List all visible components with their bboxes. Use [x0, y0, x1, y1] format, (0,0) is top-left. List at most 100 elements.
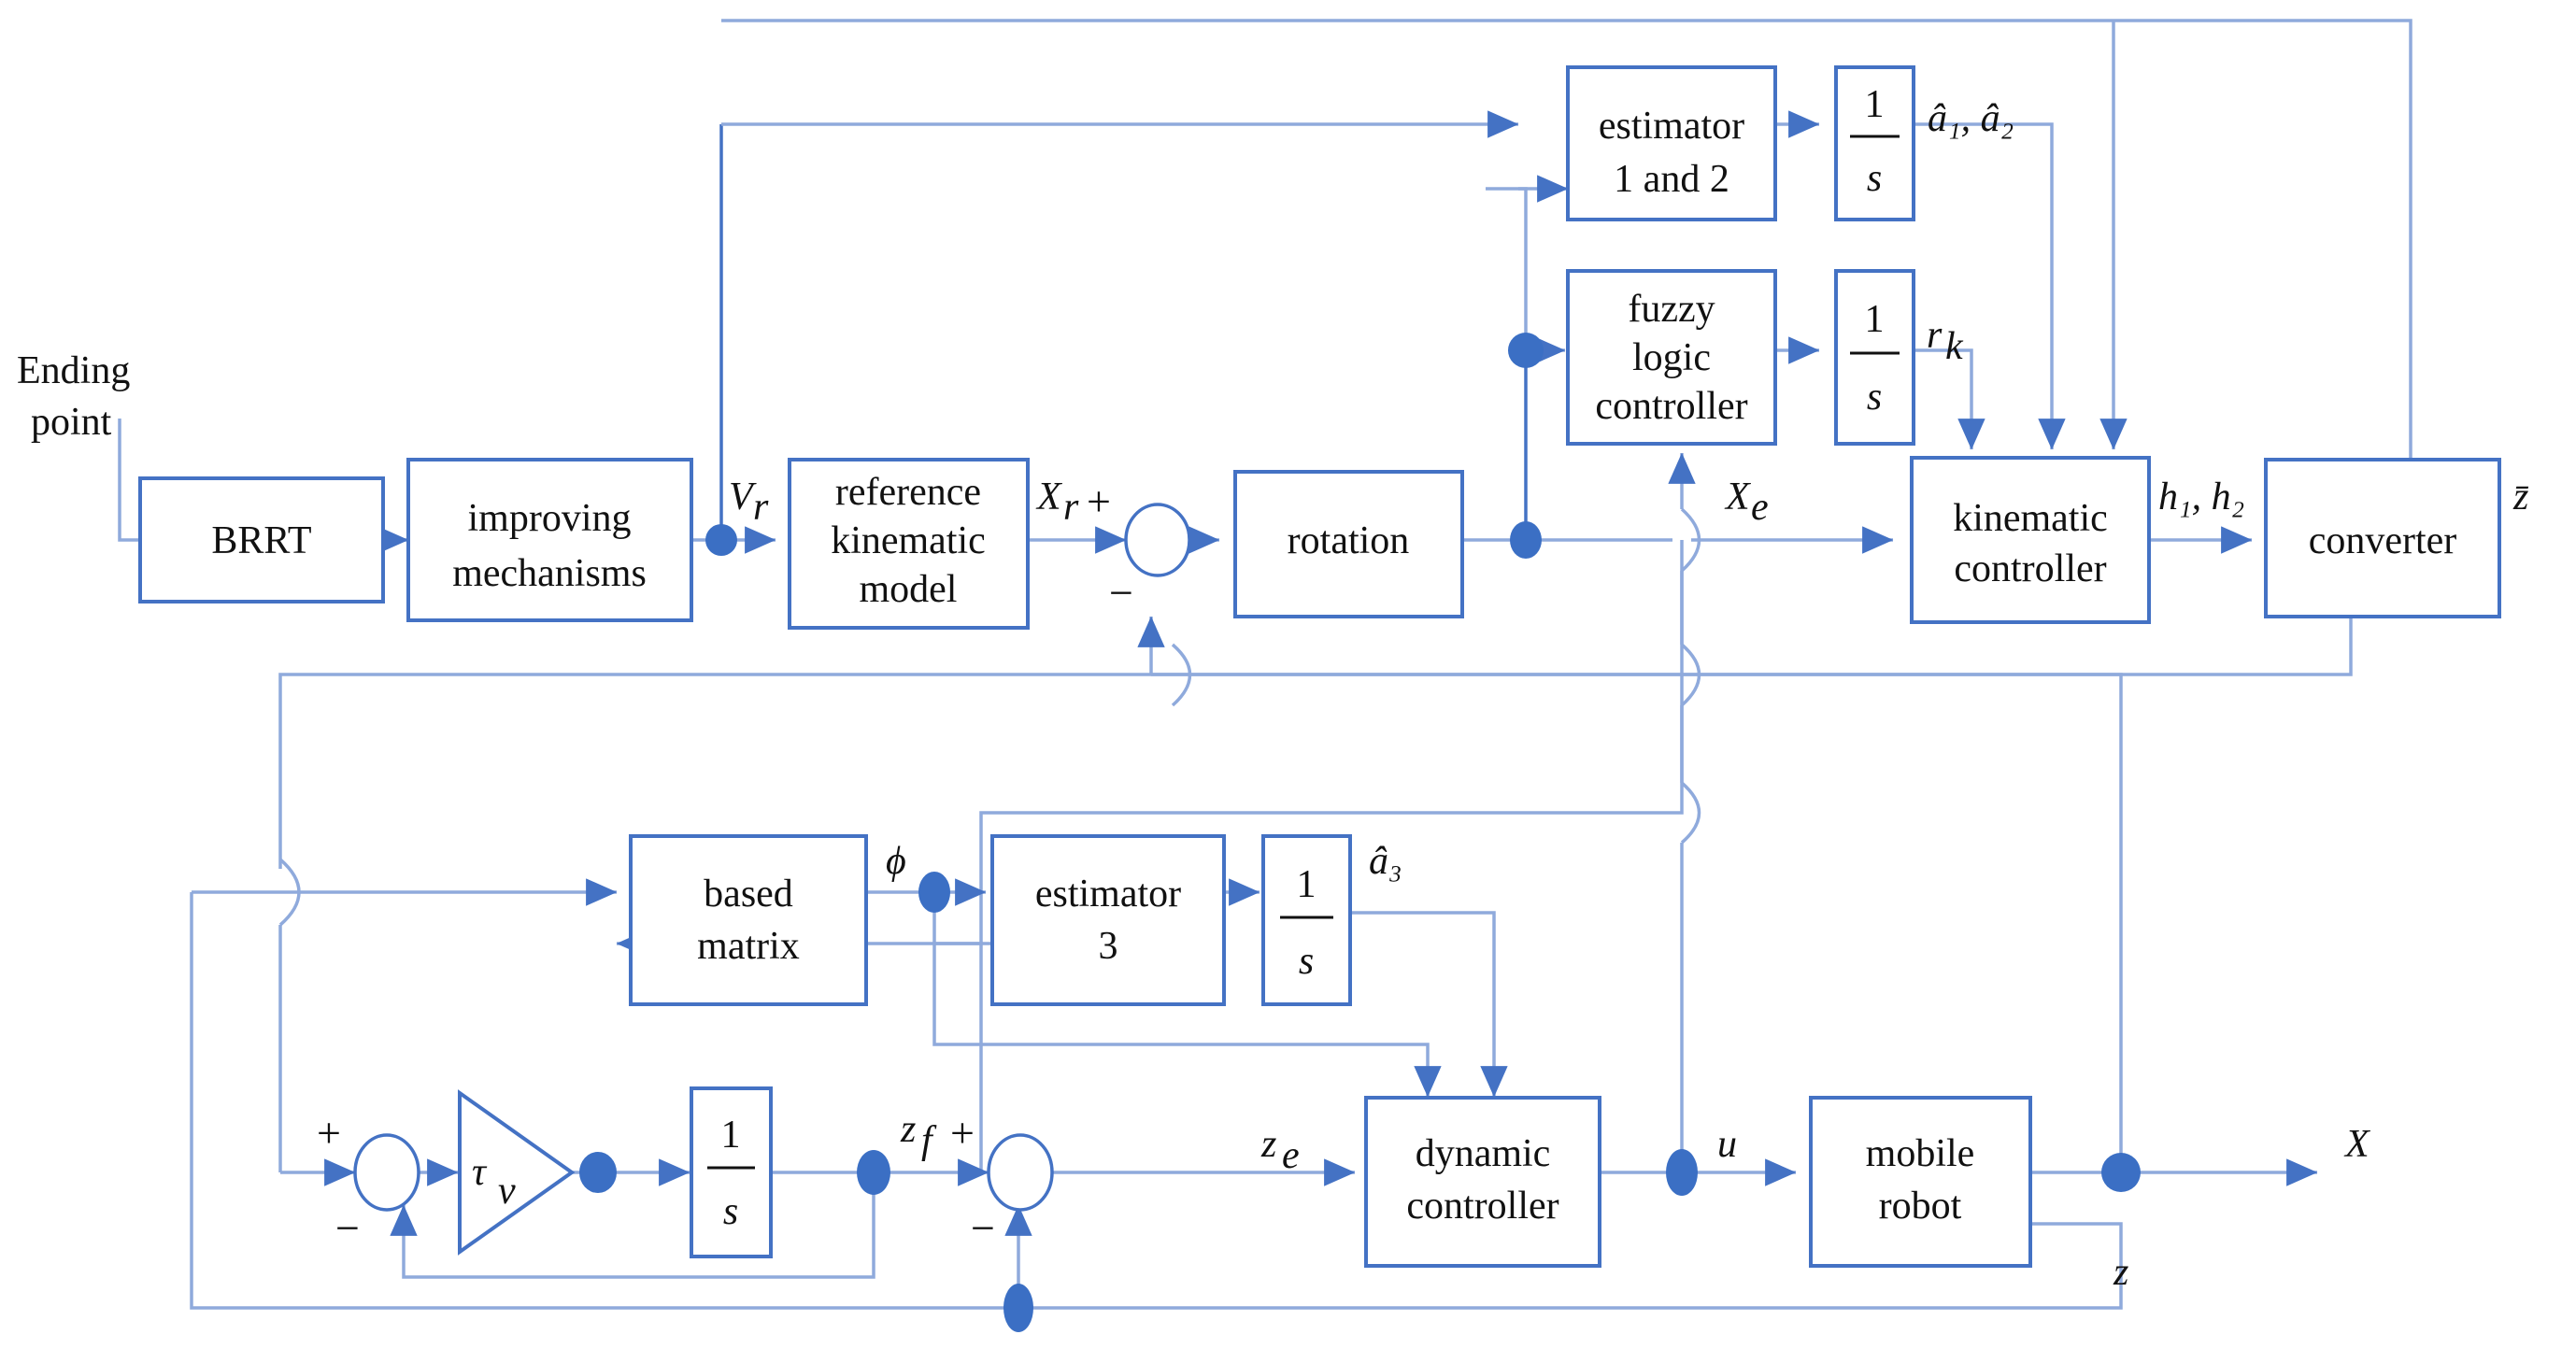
block-brrt-label: BRRT [211, 519, 311, 562]
block-mobile-robot[interactable] [1809, 1096, 2032, 1268]
block-kinematic-controller[interactable] [1910, 456, 2151, 624]
label-zbar: z̄ [2512, 476, 2529, 518]
label-a1-a2: â₁, â₂ [1928, 97, 2014, 140]
junction-nodes [579, 333, 2141, 1332]
summing-junctions [353, 503, 1191, 1212]
block-dynctrl-label-2: controller [1406, 1185, 1558, 1228]
wire-hop-xe-3 [1680, 781, 1701, 845]
block-improving-label-1: improving [468, 497, 632, 540]
wire-phi-to-dynctrl [932, 892, 1442, 1098]
label-zf: z [900, 1108, 916, 1151]
node-xe [1510, 521, 1542, 559]
block-gain-label-sub: v [498, 1170, 516, 1213]
block-based-matrix[interactable] [629, 834, 868, 1006]
block-improving-mechanisms[interactable] [406, 458, 693, 622]
node-x-out [2101, 1153, 2141, 1192]
sum-junction-3[interactable] [353, 1133, 420, 1212]
node-fuzzy-branch [1508, 333, 1544, 368]
label-Xr: X [1035, 476, 1063, 518]
block-dynctrl-label-1: dynamic [1416, 1132, 1551, 1175]
label-sum4-minus: − [971, 1204, 995, 1252]
sum-junction-1[interactable] [1124, 503, 1191, 577]
label-Xr-sub: r [1063, 486, 1079, 529]
block-basedmatrix-label-2: matrix [697, 925, 800, 968]
label-sum1-plus: + [1087, 477, 1111, 525]
block-gain-label: τ [472, 1151, 488, 1194]
block-basedmatrix-label-1: based [704, 873, 793, 916]
node-vr [705, 524, 737, 556]
node-gain-out [579, 1152, 617, 1193]
block-mobilerobot-label-2: robot [1879, 1185, 1962, 1228]
wire-z-rail-to-left [190, 1172, 1018, 1310]
label-ending-point-line2: point [31, 401, 112, 444]
signal-labels: Ending point V r X r + − X e â₁, â₂ r k … [17, 97, 2529, 1294]
wire-fuzzynode-up [1518, 187, 1528, 350]
label-X-out: X [2343, 1123, 2371, 1166]
block-kinctrl-label-2: controller [1954, 547, 2106, 590]
block-converter[interactable] [2264, 458, 2501, 618]
wire-layer [118, 19, 2412, 1310]
block-gain-triangle[interactable] [458, 1089, 576, 1256]
block-layer: BRRT improving mechanisms reference kine… [138, 65, 2501, 1268]
sum-junction-4[interactable] [987, 1133, 1054, 1212]
wire-int2-to-kinctrl [1914, 348, 1985, 450]
wire-z-bottom-rail [1018, 1222, 2123, 1310]
label-h1-h2: h₁, h₂ [2158, 476, 2244, 518]
block-fuzzy-logic-controller[interactable] [1566, 269, 1777, 446]
block-estimator3-label-1: estimator [1035, 873, 1181, 916]
block-integrator-3[interactable] [1261, 834, 1352, 1006]
label-Vr-sub: r [753, 486, 769, 529]
block-int4-num: 1 [721, 1114, 741, 1157]
label-u: u [1717, 1123, 1737, 1166]
wire-X-feedback-up [1173, 673, 2123, 1172]
label-phi: ϕ [886, 840, 906, 883]
label-sum3-minus: − [335, 1204, 360, 1252]
block-estimator-1-and-2[interactable] [1566, 65, 1777, 221]
block-refkin-label-2: kinematic [831, 519, 986, 562]
label-sum1-minus: − [1109, 569, 1133, 617]
block-integrator-4[interactable] [690, 1086, 773, 1258]
node-zf [857, 1150, 890, 1195]
label-rk: r [1927, 314, 1943, 357]
block-mobilerobot-label-1: mobile [1866, 1132, 1975, 1175]
label-sum4-plus: + [950, 1109, 975, 1157]
label-ze-sub: e [1282, 1134, 1300, 1177]
label-ze: z [1260, 1123, 1276, 1166]
block-int3-num: 1 [1297, 863, 1316, 906]
block-rotation[interactable] [1233, 470, 1464, 618]
block-estimator-3[interactable] [990, 834, 1226, 1006]
block-int1-den: s [1867, 157, 1882, 200]
block-dynamic-controller[interactable] [1364, 1096, 1601, 1268]
block-int2-num: 1 [1865, 298, 1885, 341]
block-int4-den: s [723, 1190, 738, 1233]
block-brrt[interactable] [138, 476, 385, 603]
label-sum3-plus: + [317, 1109, 341, 1157]
block-int3-den: s [1299, 940, 1314, 983]
label-Xe: X [1724, 476, 1752, 518]
block-kinctrl-label-1: kinematic [1953, 497, 2108, 540]
block-converter-label: converter [2309, 519, 2457, 562]
label-z-out: z [2113, 1251, 2128, 1294]
wire-int1-to-kinctrl [1914, 122, 2066, 450]
block-refkin-label-3: model [860, 568, 958, 611]
node-u [1666, 1149, 1698, 1196]
wire-xe-down-to-basedmatrix [979, 540, 1684, 944]
block-estimator12-label-1: estimator [1599, 105, 1744, 148]
block-fuzzy-label-3: controller [1595, 385, 1747, 428]
label-Xe-sub: e [1751, 486, 1769, 529]
label-Vr: V [729, 476, 757, 518]
block-integrator-1[interactable] [1834, 65, 1915, 221]
block-improving-label-2: mechanisms [452, 552, 647, 595]
block-integrator-2[interactable] [1834, 269, 1915, 446]
label-zf-sub: f [921, 1119, 937, 1162]
wire-zf-feedback-to-sum3-minus [390, 1172, 875, 1279]
block-int2-den: s [1867, 376, 1882, 419]
block-reference-kinematic-model[interactable] [788, 458, 1030, 630]
block-rotation-label: rotation [1288, 519, 1410, 562]
node-phi [918, 872, 950, 913]
wire-endingpoint-to-brrt [118, 419, 140, 542]
wire-int3-to-dynctrl [1350, 911, 1508, 1098]
block-fuzzy-label-2: logic [1632, 336, 1711, 379]
